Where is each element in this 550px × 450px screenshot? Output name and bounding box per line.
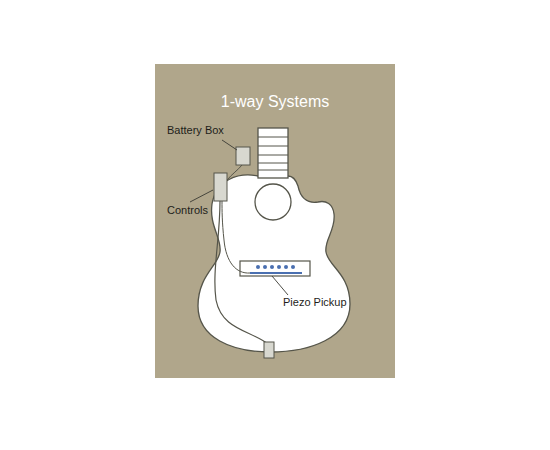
part-label: Battery Box [167,124,224,136]
guitar-body [198,175,350,352]
bridge-pins [256,265,295,269]
output-jack [264,342,274,358]
title: 1-way Systems [221,93,329,111]
leader-lines [190,140,288,295]
bridge [240,261,310,276]
wire [227,165,242,180]
part-label: Controls [167,204,208,216]
panel [155,64,395,378]
battery-box [236,147,250,165]
part-label: Piezo Pickup [283,296,347,308]
guitar-neck [258,128,288,178]
wire [215,201,268,344]
piezo-pickup [250,272,302,274]
controls [214,173,227,201]
frets [258,137,288,170]
wire [222,201,250,273]
soundhole [255,184,291,220]
